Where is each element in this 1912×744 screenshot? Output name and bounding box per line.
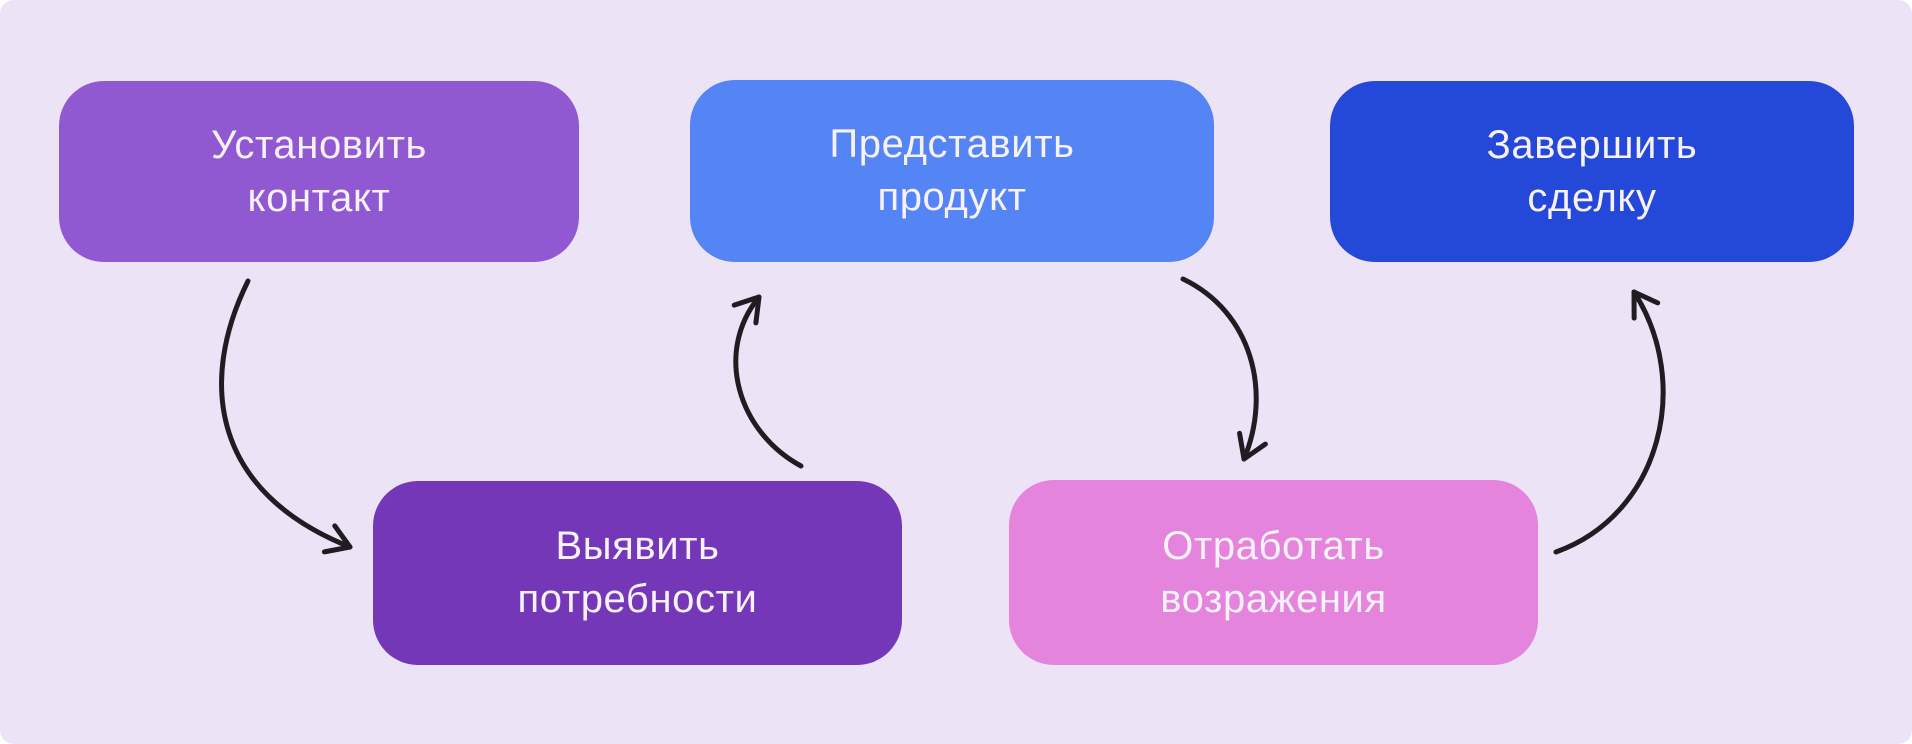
node-close-deal: Завершить сделку xyxy=(1330,81,1854,262)
node-handle-objections: Отработать возражения xyxy=(1009,480,1538,665)
arrow-present-product-to-handle-objections xyxy=(1180,276,1268,462)
node-establish-contact: Установить контакт xyxy=(59,81,579,262)
node-label-close-deal: Завершить сделку xyxy=(1486,122,1698,220)
node-label-establish-contact: Установить контакт xyxy=(211,122,427,220)
node-present-product: Представить продукт xyxy=(690,80,1214,262)
node-label-handle-objections: Отработать возражения xyxy=(1160,523,1387,621)
arrow-identify-needs-to-present-product xyxy=(731,294,804,469)
node-label-present-product: Представить продукт xyxy=(829,122,1075,219)
arrow-handle-objections-to-close-deal xyxy=(1553,289,1666,555)
arrow-establish-contact-to-identify-needs xyxy=(219,278,353,555)
node-label-identify-needs: Выявить потребности xyxy=(517,524,758,621)
node-identify-needs: Выявить потребности xyxy=(373,481,902,665)
